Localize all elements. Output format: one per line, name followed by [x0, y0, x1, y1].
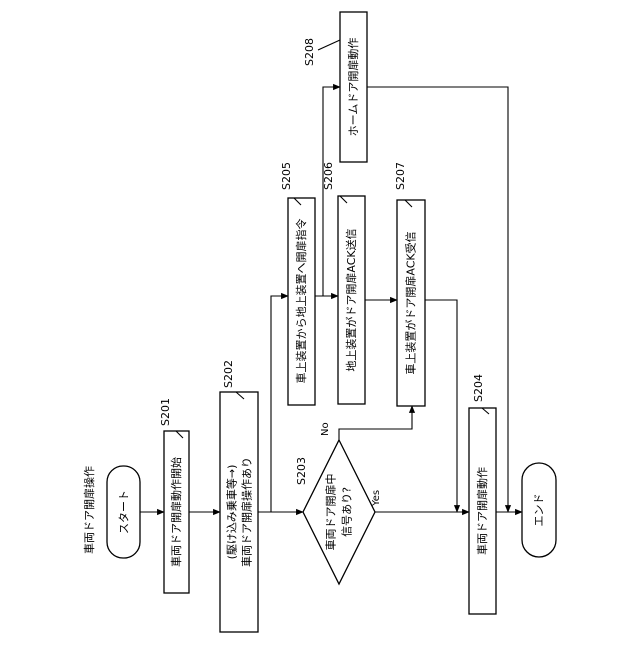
decision-s203-id: S203	[295, 457, 308, 485]
branch-yes-label: Yes	[371, 490, 382, 507]
edge-s207-s204	[425, 300, 457, 512]
step-s206-text: 地上装置がドア開扉ACK送信	[344, 228, 358, 371]
end-label: エンド	[533, 494, 546, 527]
step-s204-text: 車両ドア開扉動作	[475, 467, 489, 555]
edge-s202-s205	[271, 296, 288, 512]
step-s207-text: 車上装置がドア開扉ACK受信	[404, 231, 418, 374]
step-s202: (駆け込み乗車等→) 車両ドア開扉操作あり S202	[220, 360, 258, 632]
step-s206: 地上装置がドア開扉ACK送信 S206	[322, 162, 365, 404]
step-s202-text1: (駆け込み乗車等→)	[225, 465, 239, 560]
decision-s203-text1: 車両ドア開扉中	[324, 474, 338, 551]
step-s204: 車両ドア開扉動作 S204	[469, 374, 496, 614]
step-s207: 車上装置がドア開扉ACK受信 S207	[394, 162, 425, 406]
step-s205-text: 車上装置から地上装置へ開扉指令	[294, 219, 308, 384]
edge-s203-no-s207	[339, 406, 412, 440]
step-s204-id: S204	[472, 374, 485, 402]
start-node: スタート	[107, 466, 140, 558]
step-s205-id: S205	[280, 162, 293, 190]
step-s208-id: S208	[303, 38, 316, 66]
flowchart-edges	[140, 87, 522, 512]
decision-s203-text2: 信号あり?	[341, 487, 354, 537]
step-s201-text: 車両ドア開扉動作開始	[169, 457, 183, 567]
step-s206-id: S206	[322, 162, 335, 190]
step-s207-id: S207	[394, 162, 407, 190]
step-s201: 車両ドア開扉動作開始 S201	[159, 398, 189, 593]
step-s205: 車上装置から地上装置へ開扉指令 S205	[280, 162, 315, 405]
end-node: エンド	[522, 463, 556, 557]
start-label: スタート	[118, 490, 131, 534]
step-s202-id: S202	[222, 360, 235, 388]
step-s208-text: ホームドア開扉動作	[346, 38, 360, 137]
decision-s203: 車両ドア開扉中 信号あり? S203 No Yes	[295, 422, 382, 584]
branch-no-label: No	[320, 422, 331, 436]
step-s202-text2: 車両ドア開扉操作あり	[240, 457, 254, 567]
flowchart-title: 車両ドア開扉操作	[82, 466, 96, 554]
step-s201-id: S201	[159, 398, 172, 426]
